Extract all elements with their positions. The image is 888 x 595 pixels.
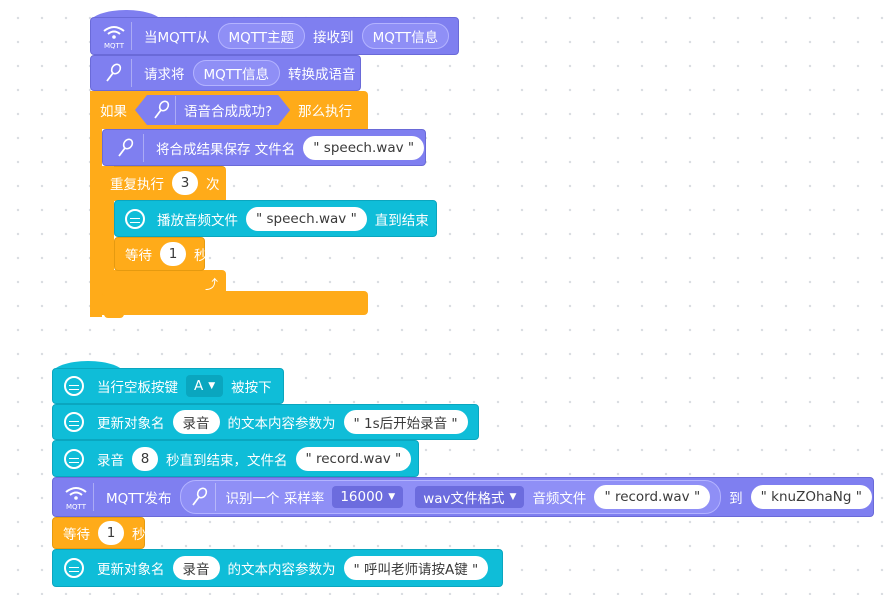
speech-recognize-reporter[interactable]: 识别一个 采样率 16000▼ wav文件格式▼ 音频文件 " record.w… [179,480,722,514]
key-dropdown[interactable]: A▼ [186,375,224,397]
record-middle-label: 秒直到结束，文件名 [166,452,288,469]
condition-label: 语音合成成功? [184,104,273,120]
record-prefix-label: 录音 [97,452,124,469]
wait-seconds-input[interactable]: 1 [98,521,124,545]
mqtt-topic-input[interactable]: " knuZOhaNg " [750,485,872,509]
record-filename-input[interactable]: " record.wav " [295,446,412,471]
wait-suffix-label: 秒 [132,527,146,543]
text-value-input[interactable]: " 呼叫老师请按A键 " [343,556,489,580]
if-suffix-label: 那么执行 [298,104,353,120]
tts-success-condition[interactable]: 语音合成成功? [135,95,290,125]
play-audio-block[interactable]: 播放音频文件 " speech.wav " 直到结束 [114,200,437,237]
tts-request-block[interactable]: 请求将 MQTT信息 转换成语音 [90,55,361,91]
wait-block[interactable]: 等待 1 秒 [52,517,146,549]
save-label: 将合成结果保存 文件名 [156,141,296,158]
unihiker-icon [59,554,89,582]
tts-prefix-label: 请求将 [144,67,185,83]
wait-block[interactable]: 等待 1 秒 [114,237,208,271]
unihiker-icon [59,372,89,400]
hat-prefix-label: 当MQTT从 [144,30,210,46]
unihiker-icon [121,205,149,233]
if-prefix-label: 如果 [100,104,127,120]
loop-arrow-icon: ⤴ [205,278,219,293]
update-middle-label: 的文本内容参数为 [227,416,336,432]
if-header: 如果 语音合成成功? 那么执行 [90,91,364,129]
svg-text:MQTT: MQTT [104,42,125,50]
update-text-block[interactable]: 更新对象名 录音 的文本内容参数为 " 1s后开始录音 " [52,404,479,440]
tts-suffix-label: 转换成语音 [288,67,356,83]
chevron-down-icon: ▼ [208,381,216,391]
audio-filename-input[interactable]: " speech.wav " [246,206,367,231]
recognize-label: 识别一个 采样率 [225,491,325,507]
audio-file-label: 音频文件 [532,491,587,507]
svg-text:MQTT: MQTT [66,503,87,511]
hat-prefix-label: 当行空板按键 [97,380,178,396]
mqtt-publish-block[interactable]: MQTT MQTT发布 识别一个 采样率 16000▼ wav文件格式▼ 音频文… [52,477,874,517]
record-audio-block[interactable]: 录音 8 秒直到结束，文件名 " record.wav " [52,440,419,477]
microphone-icon [149,96,176,124]
update-prefix-label: 更新对象名 [97,562,165,578]
update-prefix-label: 更新对象名 [97,416,165,432]
record-seconds-input[interactable]: 8 [132,446,158,471]
mqtt-receive-hat-block[interactable]: MQTT 当MQTT从 MQTT主题 接收到 MQTT信息 [90,17,459,55]
mqtt-message-reporter[interactable]: MQTT信息 [361,23,450,49]
repeat-block-body[interactable] [102,166,226,296]
wait-prefix-label: 等待 [125,248,152,264]
microphone-icon [109,133,144,162]
unihiker-icon [59,408,89,436]
microphone-icon [97,59,132,87]
chevron-down-icon: ▼ [388,492,396,502]
mqtt-message-reporter[interactable]: MQTT信息 [192,60,281,86]
sample-rate-dropdown[interactable]: 16000▼ [332,486,404,508]
publish-to-label: 到 [729,491,743,507]
repeat-header: 重复执行 3 次 [102,166,232,200]
hat-suffix-label: 被按下 [231,380,272,396]
hat-middle-label: 接收到 [313,30,354,46]
chevron-down-icon: ▼ [509,492,517,502]
button-pressed-hat-block[interactable]: 当行空板按键 A▼ 被按下 [52,368,284,404]
microphone-icon [185,483,216,511]
play-label: 播放音频文件 [157,212,238,229]
update-middle-label: 的文本内容参数为 [227,562,336,578]
object-name-input[interactable]: 录音 [172,410,220,434]
object-name-input[interactable]: 录音 [172,556,220,580]
mqtt-wifi-icon: MQTT [97,22,132,50]
wait-prefix-label: 等待 [63,527,90,543]
repeat-prefix-label: 重复执行 [110,177,164,193]
update-text-block[interactable]: 更新对象名 录音 的文本内容参数为 " 呼叫老师请按A键 " [52,549,503,587]
file-format-dropdown[interactable]: wav文件格式▼ [415,486,525,508]
filename-input[interactable]: " speech.wav " [303,135,425,160]
save-tts-result-block[interactable]: 将合成结果保存 文件名 " speech.wav " [102,129,426,166]
wait-seconds-input[interactable]: 1 [160,242,186,266]
repeat-count-input[interactable]: 3 [172,171,198,195]
text-value-input[interactable]: " 1s后开始录音 " [343,410,468,434]
repeat-suffix-label: 次 [206,177,220,193]
play-suffix-label: 直到结束 [374,212,429,229]
unihiker-icon [59,445,89,473]
wait-suffix-label: 秒 [194,248,208,264]
mqtt-topic-reporter[interactable]: MQTT主题 [217,23,306,49]
audio-filename-input[interactable]: " record.wav " [594,485,711,509]
mqtt-wifi-icon: MQTT [59,483,94,511]
publish-prefix-label: MQTT发布 [106,491,172,507]
